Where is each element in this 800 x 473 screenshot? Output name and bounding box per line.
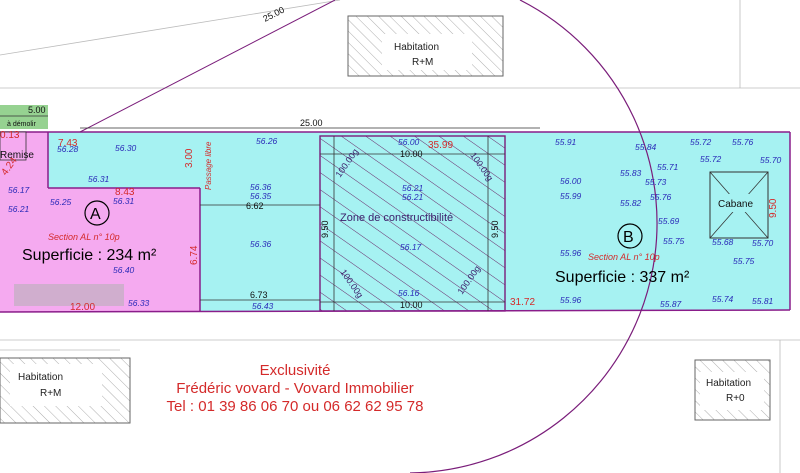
level: 56.21 — [402, 192, 424, 202]
building-bl-name: Habitation — [18, 372, 63, 383]
level: 55.76 — [650, 192, 672, 202]
lot-a-letter: A — [90, 206, 101, 223]
level: 56.21 — [402, 183, 424, 193]
level: 55.75 — [733, 256, 755, 266]
rubble — [14, 284, 124, 306]
dim: 9.50 — [768, 198, 779, 218]
building-top-name: Habitation — [394, 42, 439, 53]
level: 56.26 — [256, 136, 278, 146]
level: 55.82 — [620, 198, 642, 208]
level: 55.91 — [555, 137, 577, 147]
section-b: Section AL n° 10p — [588, 252, 660, 262]
dim: 25.00 — [300, 118, 323, 128]
section-a: Section AL n° 10p — [48, 232, 120, 242]
passage-label: Passage libre — [204, 141, 213, 190]
advert-phone: Tel : 01 39 86 06 70 ou 06 62 62 95 78 — [166, 398, 424, 415]
level: 55.70 — [752, 238, 774, 248]
level: 56.28 — [57, 144, 79, 154]
level: 56.00 — [398, 137, 420, 147]
level: 56.36 — [250, 182, 272, 192]
building-bl-type: R+M — [40, 388, 61, 399]
level: 56.30 — [115, 143, 137, 153]
dim: 12.00 — [70, 302, 95, 313]
construction-zone — [319, 135, 506, 312]
boundaries — [0, 131, 791, 313]
dim: 6.74 — [189, 245, 200, 265]
level: 55.96 — [560, 248, 582, 258]
level: 55.69 — [658, 216, 680, 226]
remise-label: Remise — [0, 150, 34, 161]
remise — [0, 131, 27, 161]
dim: 9.50 — [320, 220, 330, 238]
vegetation — [0, 105, 48, 129]
zone-label: Zone de constructibilité — [340, 212, 453, 224]
dim: 3.00 — [184, 148, 195, 168]
dim: 5.00 — [28, 105, 46, 115]
advert-agency: Frédéric vovard - Vovard Immobilier — [176, 380, 414, 397]
level: 56.31 — [113, 196, 135, 206]
demolir-label: à démolir — [7, 121, 36, 128]
radius-line — [79, 0, 336, 133]
level: 55.73 — [645, 177, 667, 187]
level: 56.33 — [128, 298, 150, 308]
level: 55.81 — [752, 296, 774, 306]
lot-b-area-label: Superficie : 337 m² — [555, 269, 690, 286]
level: 56.17 — [400, 242, 422, 252]
dim: 10.00 — [400, 300, 423, 310]
cabane-label: Cabane — [718, 199, 753, 210]
lot-a-area-label: Superficie : 234 m² — [22, 247, 157, 264]
level: 56.00 — [560, 176, 582, 186]
lot-b-marker — [617, 223, 643, 249]
dim: 7.43 — [58, 138, 78, 149]
cabane — [709, 171, 769, 239]
dim: 25.00 — [261, 5, 286, 24]
level: 55.84 — [635, 142, 657, 152]
level: 55.87 — [660, 299, 682, 309]
advert-title: Exclusivité — [259, 362, 331, 379]
lot-a-marker — [84, 200, 110, 226]
level: 55.72 — [700, 154, 722, 164]
level: 56.31 — [88, 174, 110, 184]
arc-radius — [409, 0, 658, 473]
level: 56.35 — [250, 191, 272, 201]
dim: 31.72 — [510, 297, 535, 308]
lot-b-letter: B — [623, 229, 634, 246]
level: 55.74 — [712, 294, 734, 304]
level: 55.70 — [760, 155, 782, 165]
level: 55.99 — [560, 191, 582, 201]
level: 55.71 — [657, 162, 679, 172]
building-top-type: R+M — [412, 57, 433, 68]
dim: 10.00 — [400, 149, 423, 159]
level: 55.75 — [663, 236, 685, 246]
level: 56.21 — [8, 204, 30, 214]
level: 56.25 — [50, 197, 72, 207]
dim: 9.50 — [490, 220, 500, 238]
level: 56.40 — [113, 265, 135, 275]
level: 56.17 — [8, 185, 30, 195]
level: 55.68 — [712, 237, 734, 247]
building-br-type: R+0 — [726, 393, 745, 404]
level: 56.43 — [252, 301, 274, 311]
level: 56.36 — [250, 239, 272, 249]
level: 55.83 — [620, 168, 642, 178]
dim: 6.73 — [250, 290, 268, 300]
dim: 35.99 — [428, 140, 453, 151]
lot-a-area — [0, 132, 200, 312]
dim: 0.13 — [0, 130, 20, 141]
level: 55.96 — [560, 295, 582, 305]
dim: 6.62 — [246, 201, 264, 211]
level: 55.72 — [690, 137, 712, 147]
building-br-name: Habitation — [706, 378, 751, 389]
level: 56.16 — [398, 288, 420, 298]
dim: 8.43 — [115, 187, 135, 198]
level: 55.76 — [732, 137, 754, 147]
level-labels: 56.28 56.30 56.26 56.00 55.91 55.84 55.7… — [8, 136, 782, 311]
